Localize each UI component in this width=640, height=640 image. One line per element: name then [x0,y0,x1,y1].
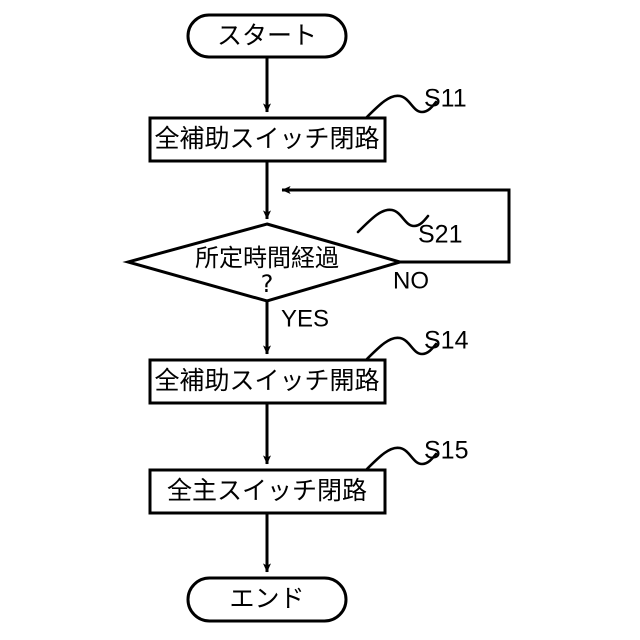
s15-label: 全主スイッチ閉路 [167,476,367,505]
s21-label-line2: ? [261,270,274,298]
s14-label: 全補助スイッチ開路 [154,366,379,395]
s15-leader-line [364,446,438,472]
s11-leader-line [364,94,438,120]
s14-process-shape [148,358,387,405]
s11-ref-label: S11 [424,85,467,113]
node-s15: 全主スイッチ閉路 S15 [148,437,468,515]
s21-label-line1: 所定時間経過 [195,244,339,272]
end-terminal-shape [186,576,348,623]
node-end: エンド [186,576,348,623]
branch-label-yes: YES [281,305,329,332]
s21-leader-line [356,208,430,234]
s15-ref-label: S15 [424,437,468,465]
no-loop-path [281,186,511,264]
s14-ref-label: S14 [424,327,469,355]
s14-leader-line [364,336,438,362]
s21-ref-label: S21 [418,221,462,249]
branch-label-no: NO [393,267,429,294]
s11-process-shape [148,116,387,163]
s11-label: 全補助スイッチ閉路 [154,124,379,153]
end-label: エンド [229,584,304,613]
loop-back-no-branch [281,186,511,264]
node-start: スタート [186,13,348,59]
start-label: スタート [217,21,317,50]
node-s14: 全補助スイッチ開路 S14 [148,327,469,405]
node-s11: 全補助スイッチ閉路 S11 [148,85,467,163]
